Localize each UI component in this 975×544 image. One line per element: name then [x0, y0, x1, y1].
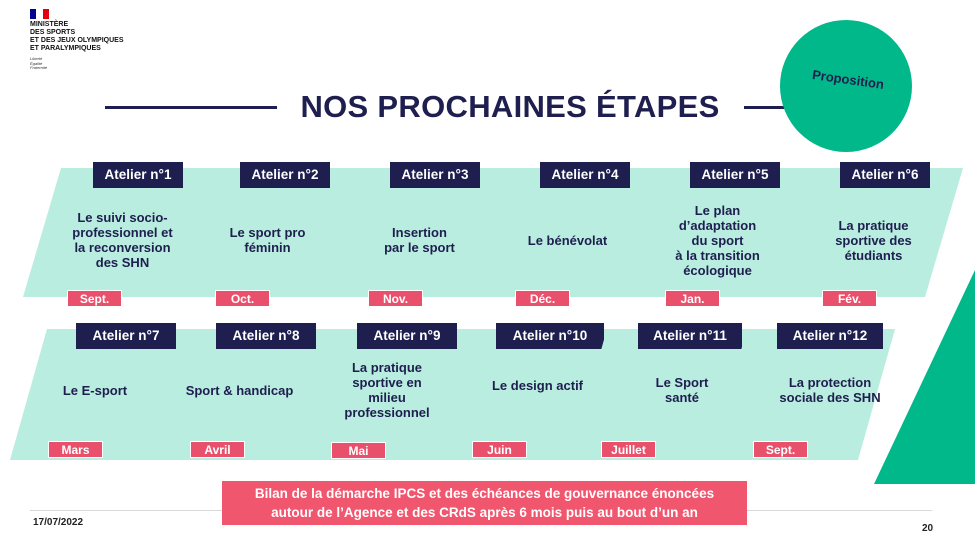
- month-badge: Sept.: [67, 290, 122, 307]
- bilan-banner: Bilan de la démarche IPCS et des échéanc…: [222, 481, 747, 525]
- marianne-flag-icon: [30, 9, 49, 19]
- ministry-logo-text: MINISTÈRE DES SPORTS ET DES JEUX OLYMPIQ…: [30, 21, 124, 53]
- workshop-badge: Atelier n°4: [540, 162, 630, 188]
- workshop-badge: Atelier n°5: [690, 162, 780, 188]
- workshop-title: Le bénévolat: [527, 232, 608, 248]
- workshop-title: Sport & handicap: [185, 382, 294, 398]
- title-rule-left: [105, 106, 277, 109]
- month-badge: Juin: [472, 441, 527, 458]
- month-badge: Oct.: [215, 290, 270, 307]
- month-badge: Mai: [331, 442, 386, 459]
- workshop-title: La pratique sportive des étudiants: [835, 217, 912, 263]
- flag-blue: [30, 9, 37, 19]
- workshop-badge: Atelier n°8: [216, 323, 316, 349]
- month-badge: Jan.: [665, 290, 720, 307]
- workshop-badge: Atelier n°7: [76, 323, 176, 349]
- motto-line: Égalité: [30, 60, 43, 66]
- workshop-title: Le E-sport: [62, 382, 128, 398]
- month-badge: Juillet: [601, 441, 656, 458]
- month-badge: Avril: [190, 441, 245, 458]
- workshop-badge: Atelier n°9: [357, 323, 457, 349]
- workshop-title: Insertion par le sport: [384, 225, 455, 255]
- page-title: NOS PROCHAINES ÉTAPES: [300, 89, 720, 124]
- workshop-title: Le plan d’adaptation du sport à la trans…: [675, 202, 760, 278]
- month-badge: Fév.: [822, 290, 877, 307]
- republic-motto: Liberté Égalité Fraternité: [30, 56, 48, 71]
- logo-line: DES SPORTS: [30, 29, 76, 36]
- workshop-title: La protection sociale des SHN: [779, 375, 881, 405]
- workshop-badge: Atelier n°6: [840, 162, 930, 188]
- workshop-badge: Atelier n°12: [777, 323, 883, 349]
- motto-line: Liberté: [30, 56, 43, 61]
- workshop-title: Le design actif: [491, 377, 584, 393]
- month-badge: Mars: [48, 441, 103, 458]
- footer-date: 17/07/2022: [33, 517, 84, 528]
- workshop-tile-6: [773, 168, 963, 297]
- workshop-badge: Atelier n°2: [240, 162, 330, 188]
- logo-line: MINISTÈRE: [30, 21, 69, 28]
- workshop-title: Le sport pro féminin: [229, 225, 306, 255]
- workshop-badge: Atelier n°1: [93, 162, 183, 188]
- workshop-title: La pratique sportive en milieu professio…: [344, 360, 430, 420]
- workshop-badge: Atelier n°3: [390, 162, 480, 188]
- title-rule-right: [744, 106, 790, 109]
- logo-line: ET PARALYMPIQUES: [30, 45, 101, 52]
- flag-white: [36, 9, 43, 19]
- month-badge: Déc.: [515, 290, 570, 307]
- workshop-badge: Atelier n°10: [496, 323, 604, 349]
- flag-red: [42, 9, 49, 19]
- motto-line: Fraternité: [30, 65, 48, 70]
- page-number: 20: [922, 523, 934, 534]
- logo-line: ET DES JEUX OLYMPIQUES: [30, 37, 124, 44]
- workshop-title: Le Sport santé: [655, 375, 709, 405]
- month-badge: Nov.: [368, 290, 423, 307]
- workshop-title: Le suivi socio- professionnel et la reco…: [72, 210, 173, 270]
- workshop-badge: Atelier n°11: [638, 323, 742, 349]
- month-badge: Sept.: [753, 441, 808, 458]
- proposition-circle: [780, 20, 912, 152]
